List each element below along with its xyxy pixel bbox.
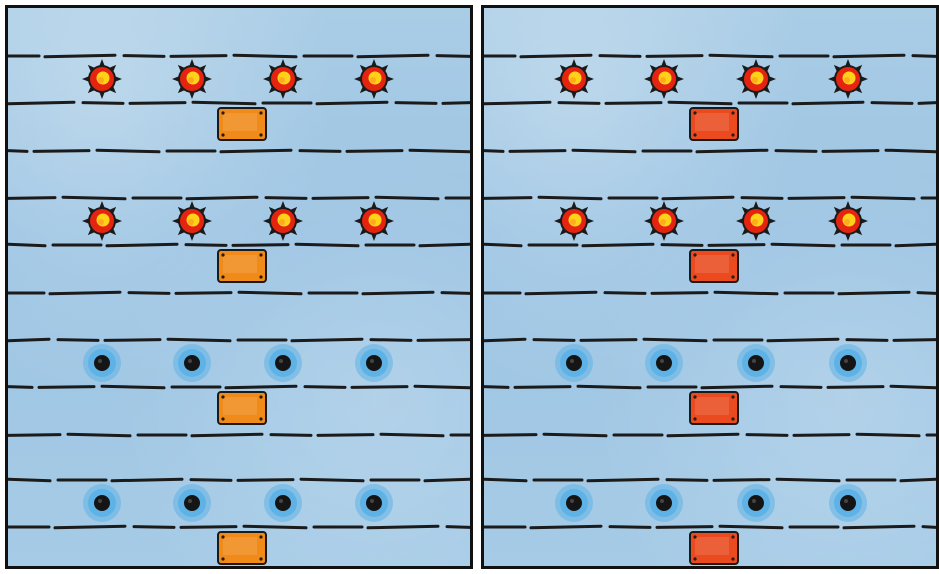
lane-line: [484, 434, 936, 436]
lane-line: [8, 244, 470, 246]
lit-lamp-icon: [354, 59, 394, 99]
lit-lamp-icon: [828, 201, 868, 241]
lane-line: [484, 55, 936, 57]
lit-lamp-icon: [82, 201, 122, 241]
control-plate: [690, 532, 738, 564]
dark-sensor-icon: [264, 484, 302, 522]
control-plate: [218, 250, 266, 282]
lane-line: [484, 386, 936, 388]
dark-sensor-icon: [555, 344, 593, 382]
dark-sensor-icon: [829, 484, 867, 522]
lane-line: [8, 526, 470, 528]
control-plate: [690, 250, 738, 282]
lit-lamp-icon: [644, 59, 684, 99]
lit-lamp-icon: [354, 201, 394, 241]
lane-line: [8, 102, 470, 104]
control-plate: [690, 392, 738, 424]
lit-lamp-icon: [172, 201, 212, 241]
lit-lamp-icon: [736, 201, 776, 241]
lit-lamp-icon: [172, 59, 212, 99]
lane-line: [8, 339, 470, 341]
dark-sensor-icon: [83, 484, 121, 522]
left-panel: [5, 5, 473, 569]
lane-line: [484, 339, 936, 341]
lit-lamp-icon: [263, 59, 303, 99]
lane-line: [484, 479, 936, 481]
dark-sensor-icon: [355, 484, 393, 522]
right-panel: [481, 5, 939, 569]
lane-line: [484, 150, 936, 152]
lit-lamp-icon: [82, 59, 122, 99]
dark-sensor-icon: [173, 484, 211, 522]
left-panel-drawing: [8, 8, 470, 566]
dark-sensor-icon: [737, 344, 775, 382]
dark-sensor-icon: [829, 344, 867, 382]
dark-sensor-icon: [173, 344, 211, 382]
lane-line: [8, 434, 470, 436]
lit-lamp-icon: [554, 201, 594, 241]
lit-lamp-icon: [554, 59, 594, 99]
control-plate: [218, 532, 266, 564]
lit-lamp-icon: [828, 59, 868, 99]
lane-line: [484, 292, 936, 294]
lane-line: [484, 244, 936, 246]
lit-lamp-icon: [736, 59, 776, 99]
right-panel-drawing: [484, 8, 936, 566]
dark-sensor-icon: [355, 344, 393, 382]
control-plate: [218, 108, 266, 140]
lane-line: [8, 479, 470, 481]
lane-line: [8, 197, 470, 199]
lane-line: [8, 292, 470, 294]
lane-line: [484, 102, 936, 104]
lane-line: [8, 386, 470, 388]
dark-sensor-icon: [264, 344, 302, 382]
dark-sensor-icon: [737, 484, 775, 522]
dark-sensor-icon: [645, 484, 683, 522]
lane-line: [484, 197, 936, 199]
lane-line: [8, 150, 470, 152]
control-plate: [690, 108, 738, 140]
lit-lamp-icon: [263, 201, 303, 241]
lane-line: [484, 526, 936, 528]
dark-sensor-icon: [83, 344, 121, 382]
control-plate: [218, 392, 266, 424]
dark-sensor-icon: [645, 344, 683, 382]
lit-lamp-icon: [644, 201, 684, 241]
dark-sensor-icon: [555, 484, 593, 522]
lane-line: [8, 55, 470, 57]
